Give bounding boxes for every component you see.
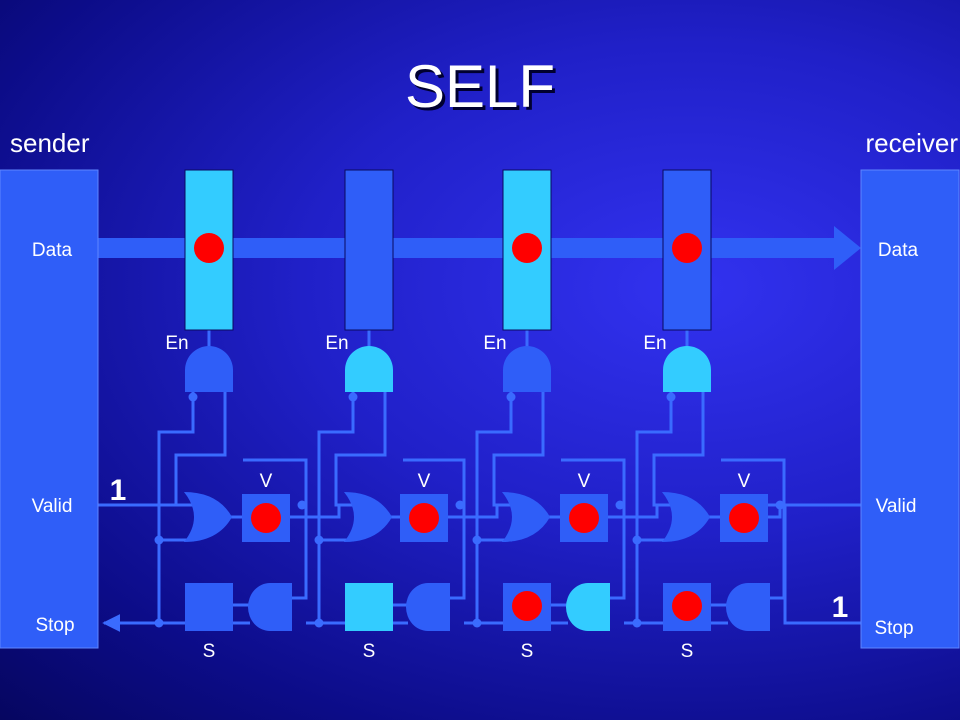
valid-register-label: V: [578, 471, 591, 492]
valid-token: [251, 503, 281, 533]
sender-label: sender: [10, 128, 90, 158]
stop-register-label: S: [203, 641, 216, 662]
junction-dot: [506, 392, 516, 402]
enable-label: En: [165, 333, 188, 354]
enable-and-gate: [185, 346, 233, 392]
valid-or-gate: [344, 492, 392, 542]
stop-register: [345, 583, 393, 631]
enable-label: En: [325, 333, 348, 354]
stop-back-wire: [721, 458, 786, 600]
valid-token: [729, 503, 759, 533]
and-input-wire-a: [157, 392, 195, 542]
data-bus: [98, 238, 846, 258]
valid-register-label: V: [738, 471, 751, 492]
stop-register-label: S: [681, 641, 694, 662]
receiver-data-label: Data: [878, 240, 919, 261]
valid-forward-wire: [290, 505, 341, 519]
data-token: [672, 233, 702, 263]
and-input-wire-b: [492, 392, 545, 507]
stop-back-wire: [403, 458, 466, 600]
enable-label: En: [483, 333, 506, 354]
stop-and-gate: [248, 583, 292, 631]
receiver-valid-label: Valid: [876, 496, 917, 517]
receiver-stop-label: Stop: [874, 618, 913, 639]
slide-title: SELF: [404, 53, 556, 120]
valid-forward-wire: [448, 505, 499, 519]
valid-or-gate: [184, 492, 232, 542]
junction-dot: [615, 500, 625, 510]
junction-dot: [348, 392, 358, 402]
stop-register-label: S: [363, 641, 376, 662]
valid-or-gate: [662, 492, 710, 542]
stop-and-gate: [566, 583, 610, 631]
and-input-wire-a: [317, 392, 355, 542]
stop-back-wire: [561, 458, 626, 600]
and-input-wire-a: [635, 392, 673, 542]
stop-and-gate: [726, 583, 770, 631]
valid-register-label: V: [418, 471, 431, 492]
stop-line-receiver: [783, 505, 861, 625]
stop-token: [512, 591, 542, 621]
data-token: [194, 233, 224, 263]
sender-valid-label: Valid: [32, 496, 73, 517]
and-input-wire-b: [652, 392, 705, 507]
valid-in-value: 1: [110, 474, 127, 507]
and-input-wire-b: [174, 392, 227, 507]
latch: [344, 169, 394, 331]
stop-register-label: S: [521, 641, 534, 662]
stop-and-gate: [406, 583, 450, 631]
sender-module: [0, 169, 99, 649]
junction-dot: [666, 392, 676, 402]
sender-stop-label: Stop: [35, 615, 74, 636]
valid-forward-wire: [608, 505, 659, 519]
enable-and-gate: [663, 346, 711, 392]
data-bus-arrowhead: [834, 226, 861, 270]
parts: [0, 169, 960, 649]
valid-register-label: V: [260, 471, 273, 492]
and-input-wire-a: [475, 392, 513, 542]
valid-or-gate: [502, 492, 550, 542]
stop-back-wire: [243, 458, 308, 600]
junction-dot: [632, 535, 642, 545]
stop-token: [672, 591, 702, 621]
receiver-module: [860, 169, 960, 649]
data-token: [512, 233, 542, 263]
junction-dot: [472, 535, 482, 545]
sender-data-label: Data: [32, 240, 73, 261]
junction-dot: [314, 535, 324, 545]
stop-in-value: 1: [832, 591, 849, 624]
junction-dot: [188, 392, 198, 402]
junction-dot: [154, 618, 164, 628]
valid-token: [409, 503, 439, 533]
and-input-wire-b: [334, 392, 387, 507]
junction-dot: [297, 500, 307, 510]
valid-token: [569, 503, 599, 533]
enable-and-gate: [345, 346, 393, 392]
enable-and-gate: [503, 346, 551, 392]
junction-dot: [775, 500, 785, 510]
junction-dot: [154, 535, 164, 545]
junction-dot: [455, 500, 465, 510]
receiver-label: receiver: [865, 128, 958, 158]
stop-register: [185, 583, 233, 631]
enable-label: En: [643, 333, 666, 354]
